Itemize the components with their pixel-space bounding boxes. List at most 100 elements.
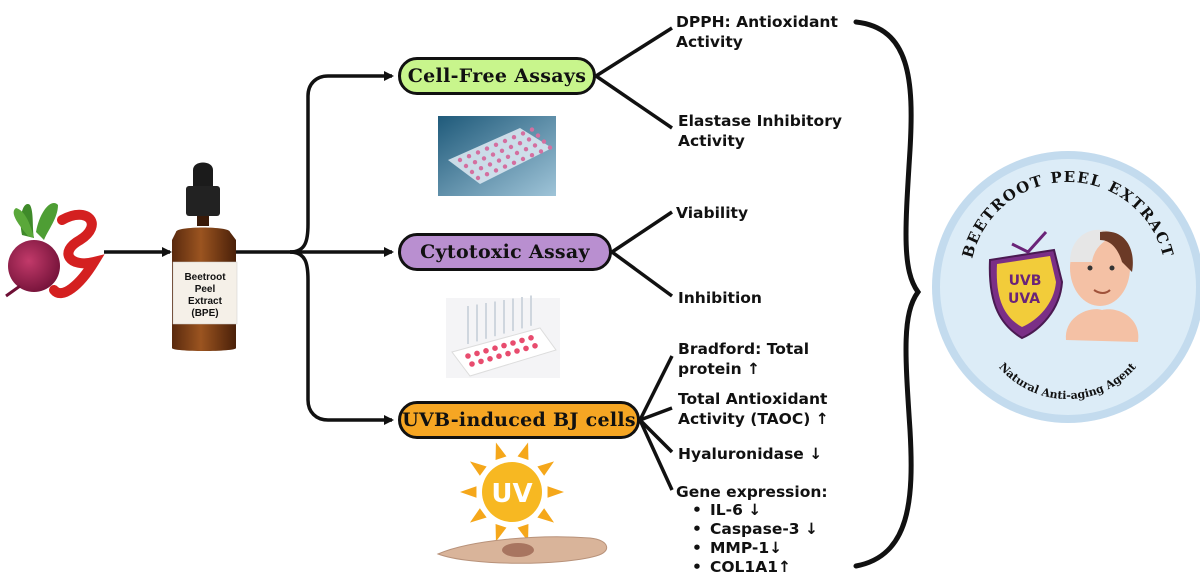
bj-cell-icon [436,536,607,564]
plate-well [496,158,502,163]
sun-ray [537,461,555,476]
bottle-label-line: Peel [194,284,216,295]
plate-well [483,348,489,354]
plate-well [532,143,538,148]
plate-well [502,138,508,144]
plate-well [469,361,475,367]
plate-well [484,146,490,151]
plate-well [472,160,478,165]
microplate-image [438,116,556,196]
plate-well [511,160,517,165]
sun-ray [469,508,487,523]
plate-well [520,131,526,136]
cytotoxic-assay-pill: Cytotoxic Assay [398,233,612,271]
plate-well [501,342,507,349]
svg-text:UV: UV [491,479,532,509]
curly-brace [853,19,922,569]
sun-ray [495,524,507,542]
gene-item: Caspase-3 ↓ [692,520,818,539]
plate-well [505,350,511,357]
plate-well [538,149,544,154]
label-line: Bradford: Total [678,340,810,358]
leader-lines [595,26,674,491]
bottle-label-line: Extract [188,296,222,307]
well-plate-image [446,295,560,378]
hyaluronidase-label: Hyaluronidase ↓ [678,445,823,463]
plate-well [528,335,534,341]
sun-ray [495,442,507,460]
plate-well [523,147,529,152]
sun-ray [517,524,529,542]
gene-item: MMP-1↓ [692,539,818,558]
gene-list: IL-6 ↓ Caspase-3 ↓ MMP-1↓ COL1A1↑ [692,501,818,577]
aging-face-icon [1065,229,1139,342]
viability-label: Viability [676,204,749,222]
plate-well [511,135,517,140]
label-line: Activity [676,33,743,51]
label-line: Activity (TAOC) ↑ [678,410,829,428]
plate-well [469,169,475,175]
plate-well [532,343,538,349]
bottle-label-line: Beetroot [184,272,226,283]
plate-well [463,163,469,169]
plate-well [529,127,535,132]
gene-item: COL1A1↑ [692,558,818,577]
plate-well [484,172,490,177]
bpe-bottle-icon [172,162,238,351]
plate-well [475,175,481,181]
label-line: Activity [678,132,745,150]
label-line: protein ↑ [678,360,761,378]
plate-well [490,152,496,157]
gene-expression-title: Gene expression: [676,483,828,501]
sun-ray [537,508,555,523]
plate-well [493,142,499,147]
branch-connectors [236,71,394,425]
inhibition-label: Inhibition [678,289,762,307]
plate-well [547,145,553,150]
plate-well [496,353,502,360]
label-line: DPPH: Antioxidant [676,13,838,31]
sun-ray [547,486,564,498]
plate-well [475,150,481,155]
plate-well [492,345,498,352]
sun-ray [517,442,529,460]
plate-well [508,144,514,150]
plate-well [541,139,547,144]
plate-well [493,168,499,173]
label-line: Elastase Inhibitory [678,112,842,130]
plate-well [526,137,532,142]
label-line: Total Antioxidant [678,390,828,408]
plate-well [510,340,516,346]
plate-well [478,358,484,365]
cell-free-assays-pill: Cell-Free Assays [398,57,596,95]
plate-well [487,162,493,167]
elastase-label: Elastase Inhibitory Activity [678,111,842,151]
dpph-label: DPPH: Antioxidant Activity [676,12,838,52]
svg-text:UVB: UVB [1009,273,1042,289]
gene-item: IL-6 ↓ [692,501,818,520]
plate-well [520,156,526,162]
beetroot-icon [5,203,105,299]
plate-well [474,350,480,357]
plate-well [466,154,472,159]
plate-well [529,153,535,158]
plate-well [523,345,529,352]
plate-well [499,148,505,153]
plate-well [481,156,487,161]
plate-well [502,164,508,169]
plate-well [487,356,493,362]
uv-sun-icon: UV [460,442,564,542]
taoc-label: Total Antioxidant Activity (TAOC) ↑ [678,389,829,429]
plate-well [457,157,463,163]
sun-ray [469,461,487,476]
sun-ray [460,486,477,498]
beetroot-extract-badge: BEETROOT PEEL EXTRACT Natural Anti-aging… [932,151,1200,423]
uvb-bj-cells-pill: UVB-induced BJ cells [398,401,640,439]
plate-well [505,154,511,159]
plate-well [517,141,523,146]
svg-text:UVA: UVA [1008,291,1040,307]
plate-well [465,353,471,359]
plate-well [514,348,520,354]
trend-arrow-icon [1011,230,1048,254]
